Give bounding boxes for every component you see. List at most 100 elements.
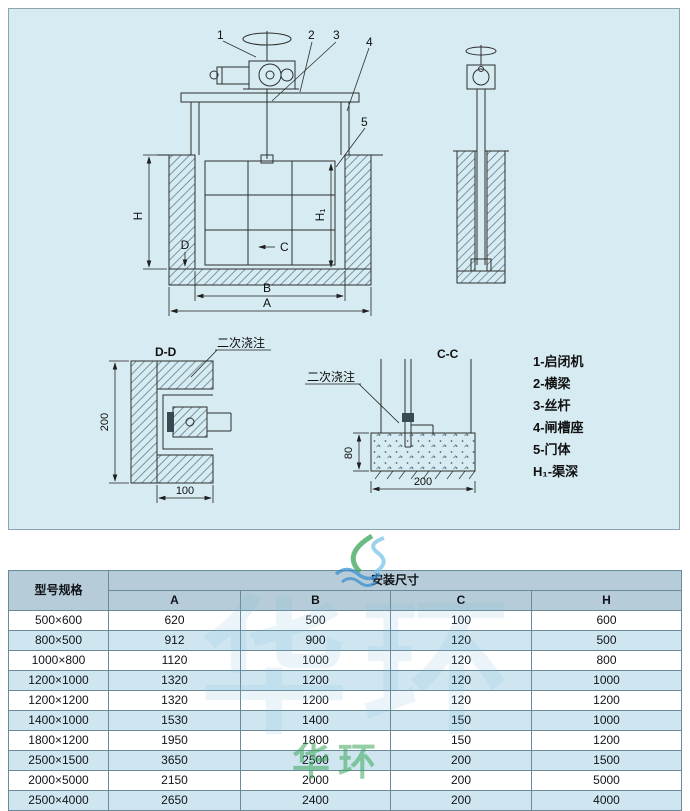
cell-H: 1000 [531, 670, 682, 691]
callout-labels: 1 2 3 4 5 [217, 28, 373, 129]
detail-cc-dim-200: 200 [414, 476, 432, 488]
dim-H: H [131, 212, 145, 221]
group-header: 安装尺寸 [108, 570, 682, 591]
detail-cc [370, 359, 476, 480]
cell-A: 620 [108, 610, 241, 631]
cell-B: 1800 [240, 730, 391, 751]
legend-item-4: 4-闸槽座 [533, 420, 584, 435]
cell-C: 100 [390, 610, 532, 631]
detail-dd-dim-200: 200 [99, 413, 111, 431]
main-dimension-lines [143, 154, 372, 316]
screw-coupling [260, 154, 274, 164]
legend-item-3: 3-丝杆 [533, 398, 571, 413]
cell-model: 800×500 [8, 630, 109, 651]
cell-B: 1200 [240, 690, 391, 711]
col-header-B: B [240, 590, 391, 611]
cell-A: 1530 [108, 710, 241, 731]
cell-A: 1950 [108, 730, 241, 751]
dim-B: B [263, 281, 271, 295]
spec-table-container: 型号规格 安装尺寸 A B C H 500×600 620 500 100 60… [8, 570, 682, 811]
detail-dd-dimensions [109, 349, 271, 503]
table-row: 2500×4000 2650 2400 200 4000 [8, 790, 682, 811]
cell-model: 2500×1500 [8, 750, 109, 771]
cell-B: 900 [240, 630, 391, 651]
callout-2: 2 [308, 28, 315, 42]
legend-item-1: 1-启闭机 [533, 354, 584, 369]
table-row: 500×600 620 500 100 600 [8, 610, 682, 631]
cell-C: 150 [390, 710, 532, 731]
side-view [453, 45, 509, 284]
foundation [168, 268, 372, 286]
hoist-mechanism [209, 31, 299, 90]
cell-model: 1800×1200 [8, 730, 109, 751]
gate-body [204, 160, 336, 266]
detail-cc-note: 二次浇注 [307, 369, 355, 384]
col-header-H: H [531, 590, 682, 611]
col-header-A: A [108, 590, 241, 611]
detail-cc-dim-80: 80 [343, 447, 355, 459]
legend-item-h1: H₁-渠深 [533, 464, 578, 479]
cell-C: 120 [390, 670, 532, 691]
cell-A: 1120 [108, 650, 241, 671]
cell-C: 200 [390, 750, 532, 771]
cell-B: 2000 [240, 770, 391, 791]
cell-H: 5000 [531, 770, 682, 791]
detail-dd-title: D-D [155, 345, 177, 359]
model-header: 型号规格 [8, 570, 109, 611]
table-row: 1200×1200 1320 1200 120 1200 [8, 690, 682, 711]
cell-model: 1000×800 [8, 650, 109, 671]
main-view [157, 31, 383, 286]
detail-cc-labels: C-C 二次浇注 80 200 [307, 347, 459, 488]
table-row: 1400×1000 1530 1400 150 1000 [8, 710, 682, 731]
detail-dd-dim-100: 100 [176, 485, 194, 497]
spec-table: 型号规格 安装尺寸 A B C H 500×600 620 500 100 60… [8, 570, 682, 811]
cell-H: 600 [531, 610, 682, 631]
callout-5: 5 [361, 115, 368, 129]
cell-A: 2650 [108, 790, 241, 811]
detail-dd-labels: D-D 二次浇注 200 100 [99, 335, 265, 497]
dim-A: A [263, 296, 271, 310]
cell-C: 120 [390, 630, 532, 651]
cell-C: 120 [390, 650, 532, 671]
col-header-C: C [390, 590, 532, 611]
engineering-drawing: 1 2 3 4 5 H H₁ B A D C [99, 28, 584, 503]
cell-model: 2000×5000 [8, 770, 109, 791]
cell-B: 500 [240, 610, 391, 631]
dim-D: D [181, 238, 190, 252]
detail-cc-title: C-C [437, 347, 459, 361]
cell-model: 500×600 [8, 610, 109, 631]
table-row: 800×500 912 900 120 500 [8, 630, 682, 651]
cell-model: 2500×4000 [8, 790, 109, 811]
main-dimension-labels: H H₁ B A D C [131, 209, 327, 310]
cell-H: 1500 [531, 750, 682, 771]
callout-1: 1 [217, 28, 224, 42]
callout-4: 4 [366, 35, 373, 49]
cell-model: 1200×1000 [8, 670, 109, 691]
cell-A: 1320 [108, 670, 241, 691]
cell-C: 200 [390, 770, 532, 791]
table-row: 2000×5000 2150 2000 200 5000 [8, 770, 682, 791]
cell-model: 1200×1200 [8, 690, 109, 711]
cell-A: 2150 [108, 770, 241, 791]
cell-B: 1200 [240, 670, 391, 691]
cell-B: 1400 [240, 710, 391, 731]
cell-C: 120 [390, 690, 532, 711]
drawing-panel: 1 2 3 4 5 H H₁ B A D C [8, 8, 680, 530]
cell-B: 2500 [240, 750, 391, 771]
dim-H1: H₁ [313, 209, 327, 222]
detail-cc-dimensions [305, 383, 476, 493]
dim-C: C [280, 240, 289, 254]
table-row: 1200×1000 1320 1200 120 1000 [8, 670, 682, 691]
legend-item-2: 2-横梁 [533, 376, 572, 391]
cell-model: 1400×1000 [8, 710, 109, 731]
detail-dd [130, 360, 232, 484]
detail-dd-note: 二次浇注 [217, 335, 265, 350]
cell-A: 1320 [108, 690, 241, 711]
legend-item-5: 5-门体 [533, 442, 572, 457]
cell-H: 1200 [531, 730, 682, 751]
cross-beam [180, 92, 360, 155]
cell-C: 150 [390, 730, 532, 751]
cell-A: 3650 [108, 750, 241, 771]
cell-A: 912 [108, 630, 241, 651]
cell-B: 1000 [240, 650, 391, 671]
